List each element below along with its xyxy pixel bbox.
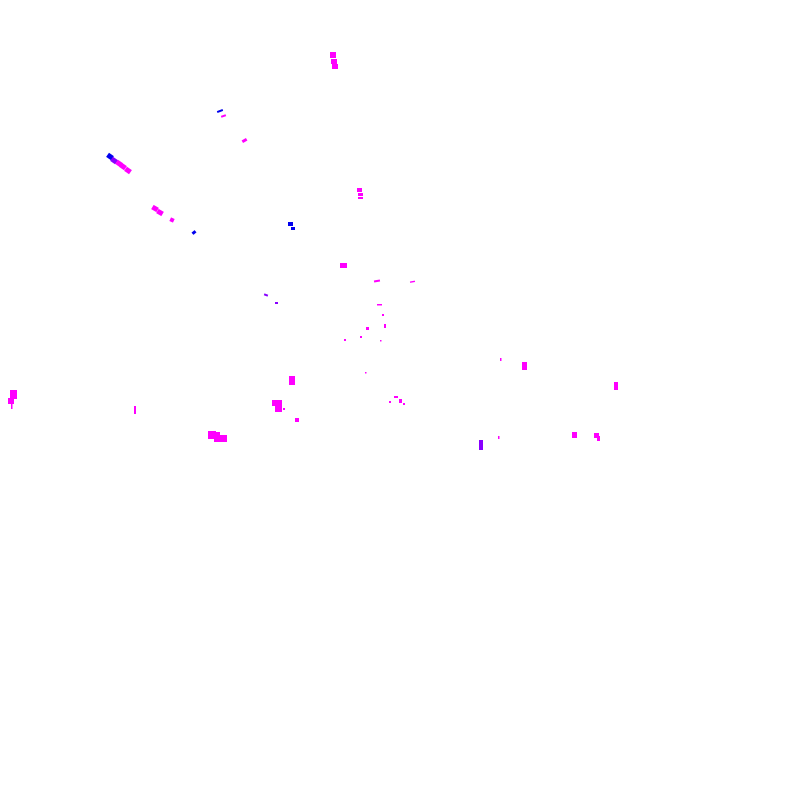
map-feature [358, 197, 363, 199]
map-feature [220, 114, 227, 118]
map-feature [399, 399, 402, 403]
map-feature [272, 400, 282, 406]
map-feature [403, 403, 405, 405]
map-feature [365, 372, 367, 374]
map-feature [357, 188, 362, 192]
map-feature [384, 324, 386, 328]
map-feature [340, 263, 347, 268]
map-feature [10, 390, 17, 399]
map-feature [151, 204, 159, 213]
map-feature [275, 302, 278, 304]
map-feature [156, 208, 164, 217]
map-feature [134, 406, 136, 414]
map-feature [288, 222, 293, 226]
map-feature [8, 398, 14, 404]
map-feature [614, 382, 618, 390]
map-feature [522, 362, 527, 370]
map-feature [124, 166, 132, 175]
map-feature [344, 339, 346, 341]
map-feature [330, 52, 336, 58]
map-feature [291, 227, 295, 230]
map-feature [380, 340, 382, 342]
map-feature [394, 396, 398, 398]
map-feature [358, 193, 363, 196]
map-feature [241, 137, 248, 144]
map-feature [366, 327, 369, 330]
map-feature [219, 435, 227, 442]
map-feature [331, 59, 337, 64]
map-feature [119, 162, 127, 171]
map-feature [263, 293, 269, 297]
map-feature [409, 280, 416, 283]
map-feature [216, 109, 224, 113]
map-feature [208, 431, 216, 439]
map-feature [191, 230, 197, 235]
map-feature [295, 418, 299, 422]
map-feature [500, 358, 502, 361]
map-feature [289, 376, 295, 385]
map-feature [479, 440, 483, 450]
map-feature [169, 217, 175, 223]
map-feature [572, 432, 577, 438]
map-feature [594, 433, 599, 438]
map-feature [110, 156, 118, 165]
map-feature [377, 304, 382, 306]
map-feature [389, 401, 391, 403]
map-feature [214, 432, 220, 442]
map-feature [332, 64, 338, 69]
map-feature [597, 436, 600, 441]
map-feature [11, 403, 13, 409]
map-feature [498, 436, 500, 439]
map-feature [382, 314, 384, 316]
map-feature [275, 405, 282, 412]
map-feature [360, 336, 362, 338]
map-feature [283, 408, 285, 410]
map-feature [373, 279, 381, 283]
